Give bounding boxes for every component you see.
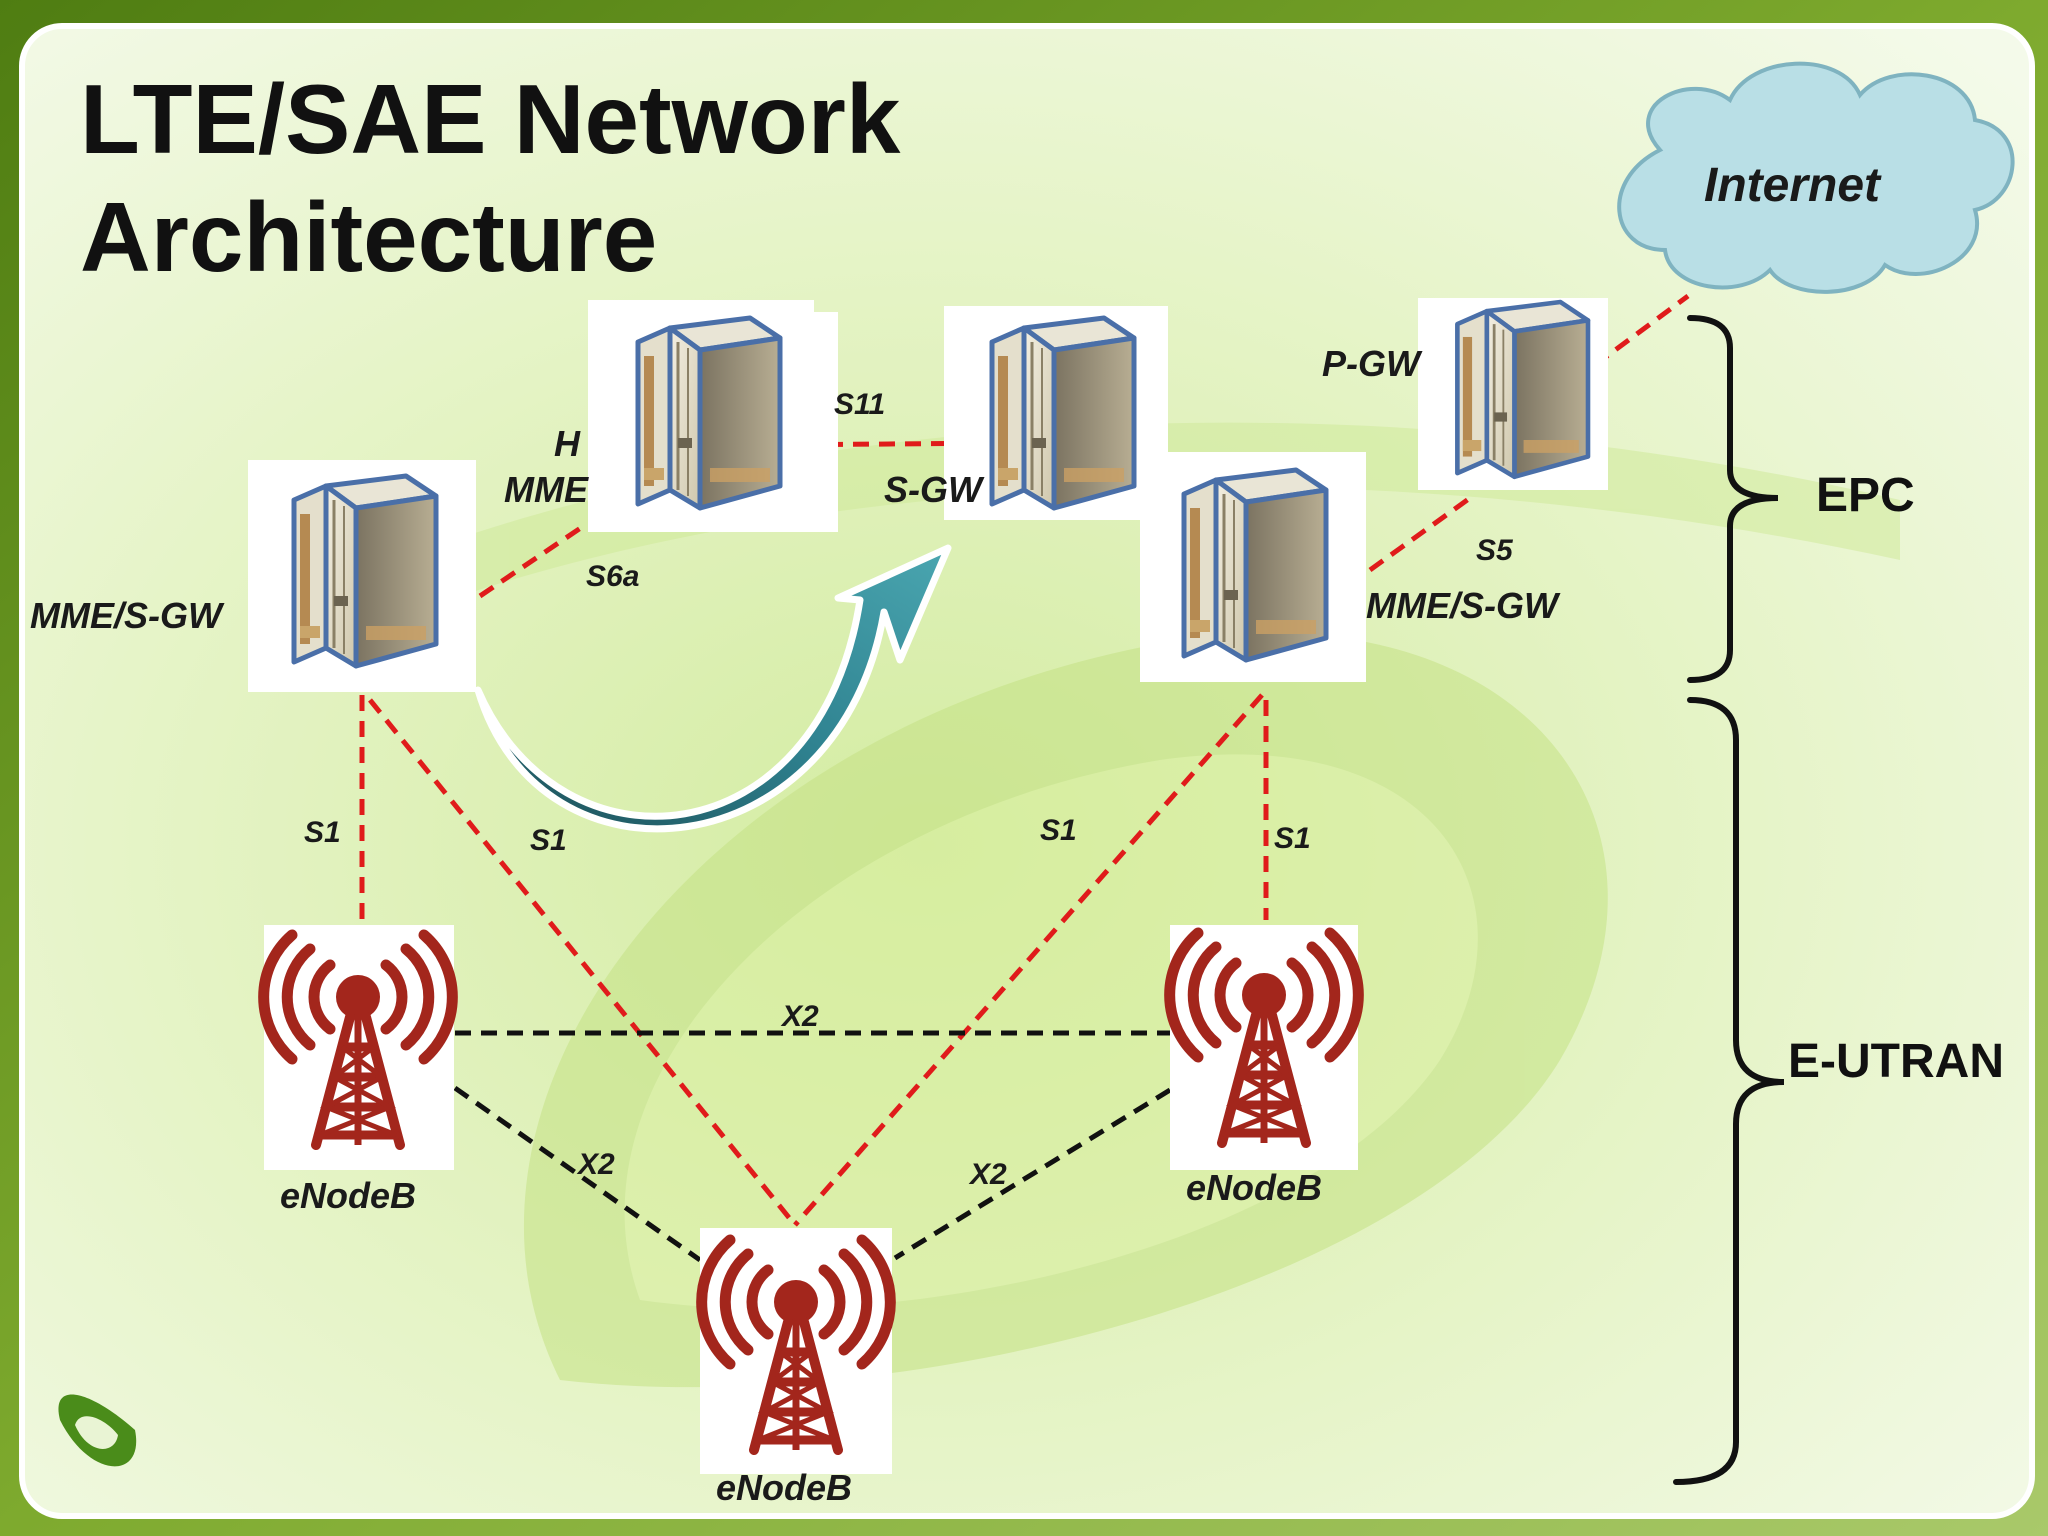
s1-label-a: S1 [304, 816, 341, 849]
s1-label-b: S1 [530, 824, 567, 857]
mme-sgw-right-label: MME/S-GW [1366, 585, 1558, 626]
internet-cloud[interactable] [1617, 61, 2015, 294]
epc-brace [1687, 315, 1779, 683]
pgw-node[interactable] [1418, 298, 1608, 490]
enodeb-left-label: eNodeB [280, 1175, 417, 1216]
handover-arrow [474, 544, 952, 833]
enodeb-bottom-node[interactable] [700, 1228, 892, 1474]
hss-mme-node[interactable] [588, 300, 838, 532]
sgw-label: S-GW [884, 469, 982, 510]
x2-label-left: X2 [578, 1148, 615, 1181]
x2-label-top: X2 [782, 1000, 819, 1033]
hss-label: H [554, 423, 580, 464]
s11-label: S11 [834, 388, 886, 421]
x2-interface-links [453, 1030, 1172, 1263]
s1-label-d: S1 [1274, 822, 1311, 855]
mme-sgw-left-label: MME/S-GW [30, 595, 222, 636]
s1-label-c: S1 [1040, 814, 1077, 847]
s5-label: S5 [1476, 534, 1513, 567]
slide-title: LTE/SAE Network Architecture [80, 60, 900, 296]
mme-sgw-left-node[interactable] [248, 460, 476, 692]
enodeb-right-label: eNodeB [1186, 1167, 1323, 1208]
s6a-label: S6a [586, 560, 640, 593]
enodeb-right-node[interactable] [1170, 925, 1359, 1170]
slide-title-line1: LTE/SAE Network [80, 64, 901, 174]
x2-label-right: X2 [970, 1158, 1007, 1191]
brand-logo [58, 1394, 137, 1467]
enodeb-bottom-label: eNodeB [716, 1467, 853, 1508]
mme-label: MME [504, 469, 588, 510]
pgw-label: P-GW [1322, 343, 1420, 384]
epc-label: EPC [1816, 469, 1915, 522]
internet-label: Internet [1704, 159, 1881, 212]
eutran-brace [1673, 697, 1785, 1485]
slide-title-line2: Architecture [80, 182, 658, 292]
mme-sgw-right-node[interactable] [1140, 452, 1366, 682]
sgw-node[interactable] [944, 306, 1168, 520]
enodeb-left-node[interactable] [264, 925, 454, 1170]
eutran-label: E-UTRAN [1788, 1035, 2004, 1088]
